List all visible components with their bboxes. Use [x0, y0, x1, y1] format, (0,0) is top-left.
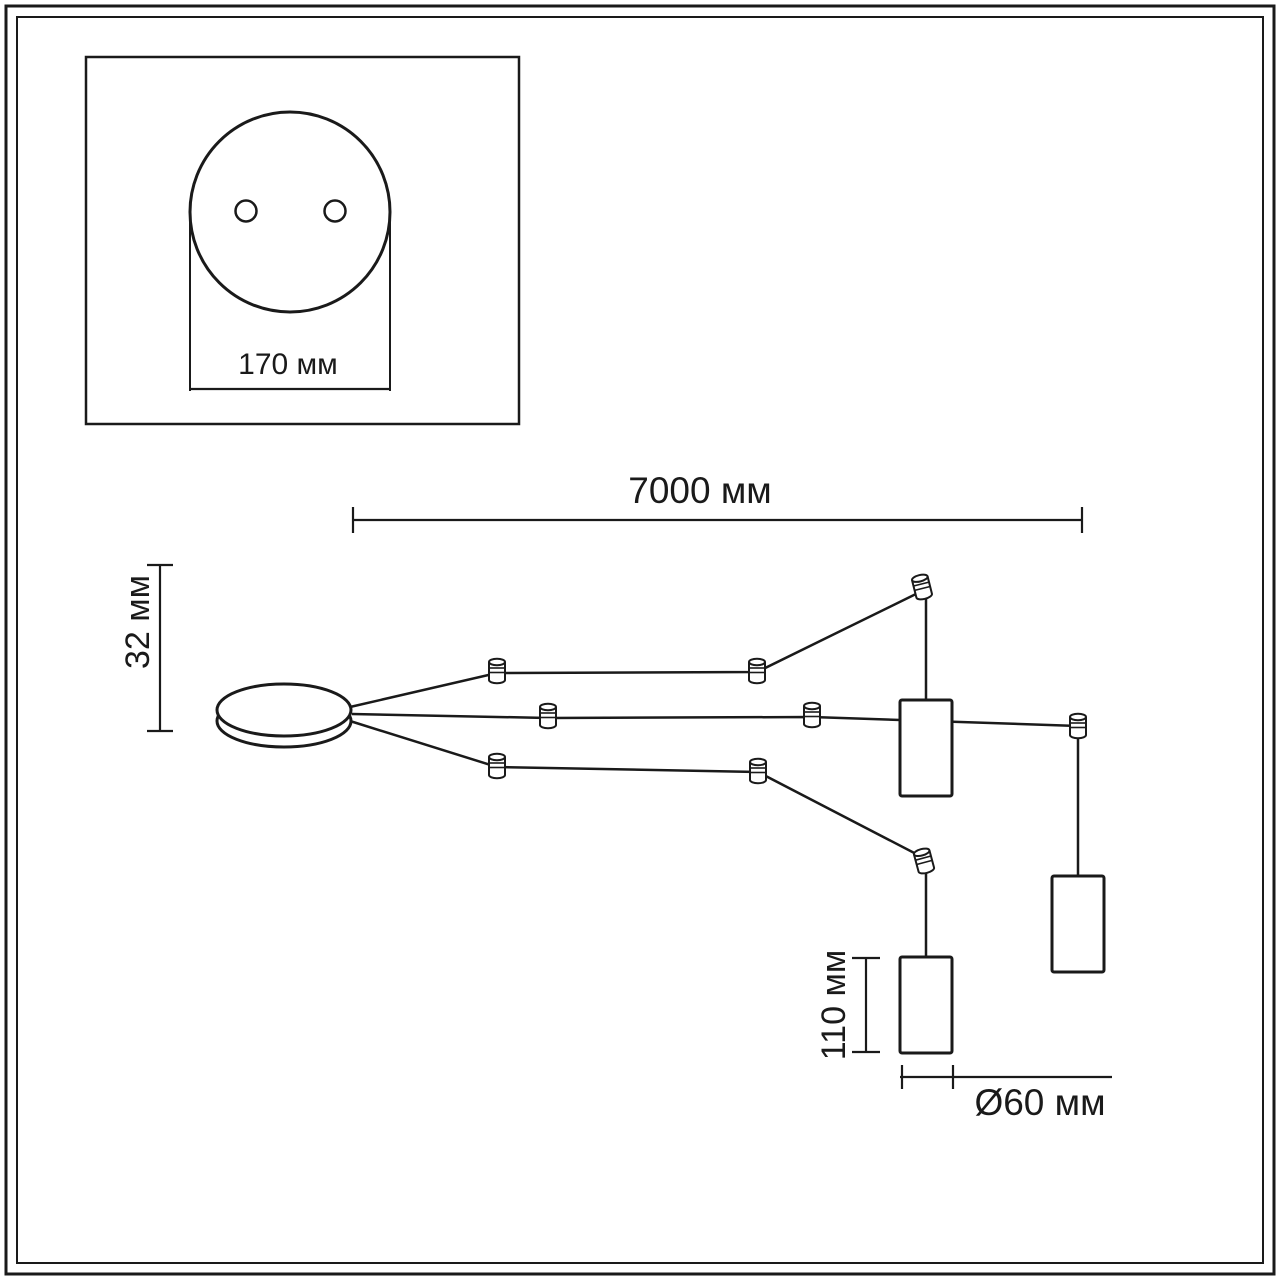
mounting-plate-detail: 170 мм — [84, 55, 521, 426]
dim-cable-length-label: 7000 мм — [628, 470, 771, 511]
cable-middle — [351, 712, 1079, 728]
cable-connector — [912, 846, 936, 876]
cable-connector — [803, 701, 821, 729]
frame-outer-border — [4, 4, 1276, 1276]
dim-shade-diameter-label: Ø60 мм — [974, 1082, 1105, 1123]
cable-connector — [488, 752, 506, 780]
cable-connector — [1069, 712, 1087, 740]
dim-shade-diameter: Ø60 мм — [900, 1065, 1112, 1123]
cable-connector — [539, 702, 557, 730]
pendant-shade-1 — [898, 698, 954, 798]
cable-connector — [910, 572, 934, 602]
detail-box — [84, 55, 521, 426]
frame — [4, 4, 1276, 1276]
cable-connector — [749, 757, 767, 785]
pendant-shade-2 — [1050, 874, 1106, 974]
cable-connector — [748, 657, 766, 685]
cable-top — [349, 590, 921, 709]
dim-cable-length: 7000 мм — [351, 470, 1084, 533]
dim-canopy-height: 32 мм — [119, 563, 173, 733]
dim-plate-diameter-label: 170 мм — [238, 348, 338, 381]
dim-canopy-height-label: 32 мм — [119, 575, 157, 669]
dim-shade-height: 110 мм — [815, 950, 880, 1060]
cable-bottom — [349, 719, 923, 859]
dim-shade-height-label: 110 мм — [815, 950, 853, 1060]
dim-plate-diameter: 170 мм — [189, 215, 391, 391]
mounting-plate-circle — [188, 110, 392, 314]
mounting-hole-right — [323, 199, 347, 223]
pendant-shade-3 — [898, 955, 954, 1055]
suspension-cables — [349, 590, 1080, 958]
pendant-shades — [898, 698, 1106, 1055]
mounting-hole-left — [234, 199, 258, 223]
cable-connector — [488, 657, 506, 685]
canopy-top-ellipse — [215, 682, 353, 738]
ceiling-canopy — [215, 682, 353, 749]
frame-inner-border — [16, 16, 1264, 1264]
